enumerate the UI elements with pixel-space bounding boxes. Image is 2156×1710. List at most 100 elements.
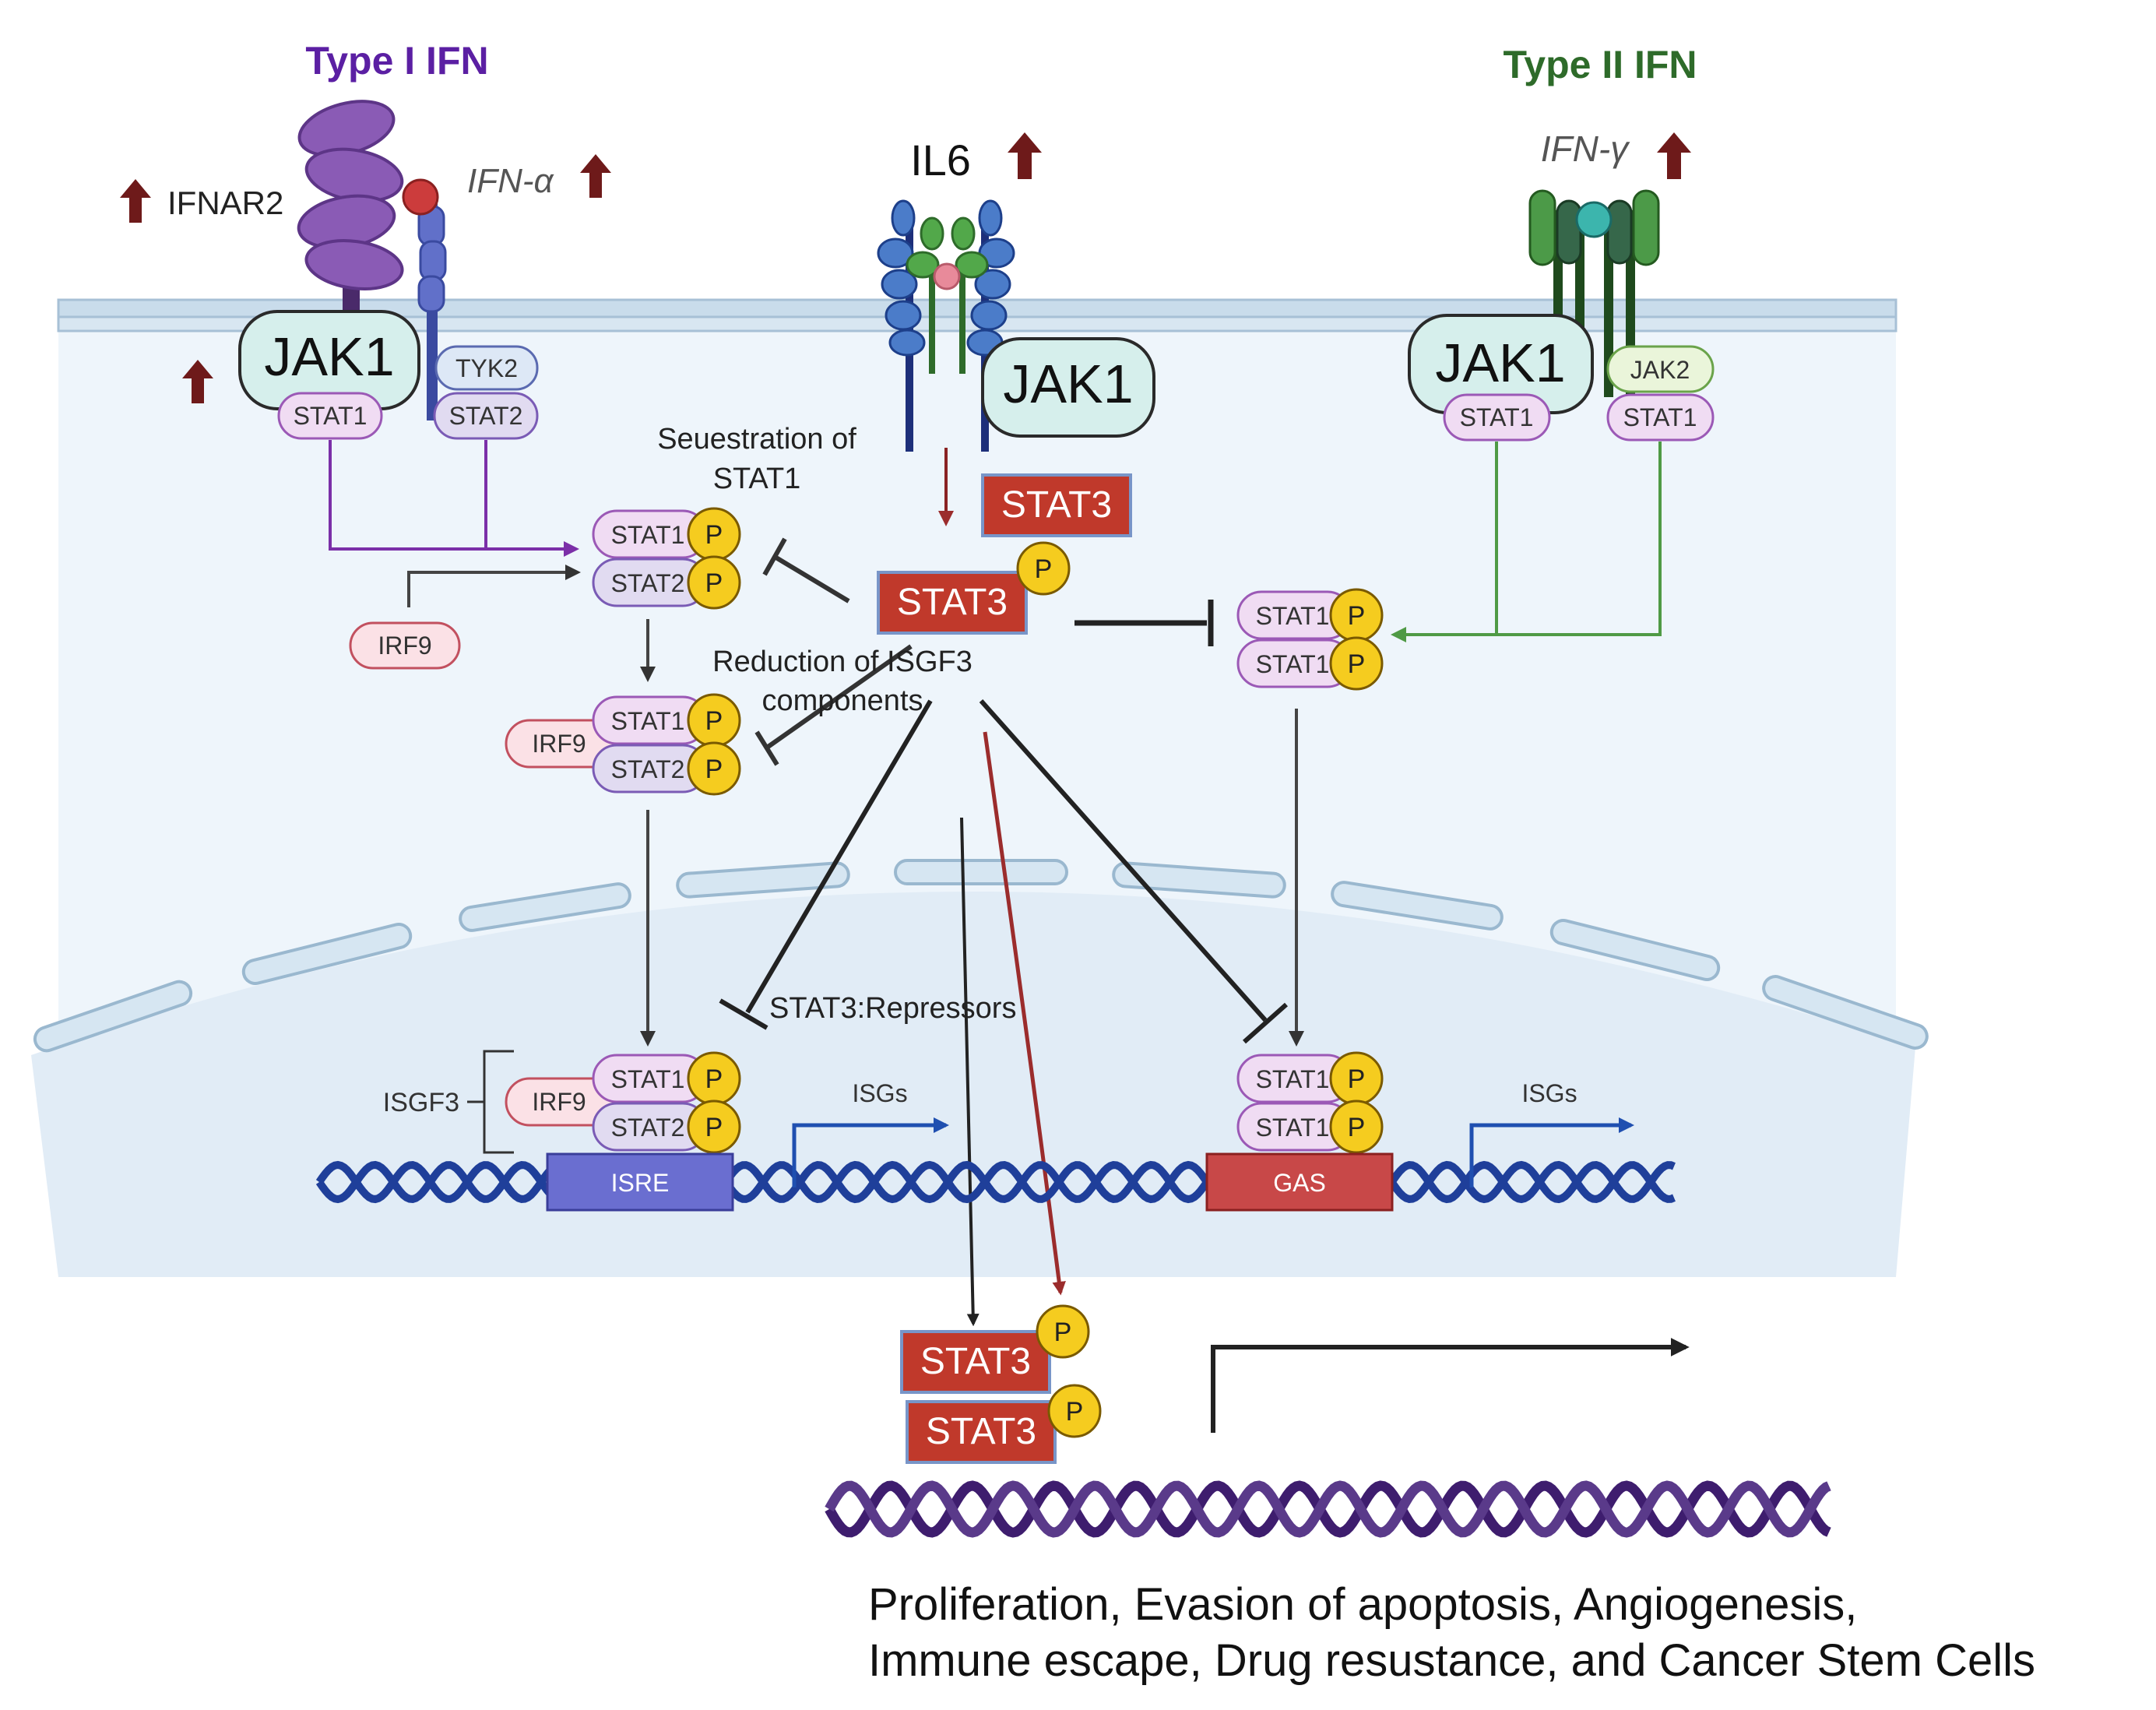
svg-text:JAK1: JAK1 xyxy=(1003,354,1133,414)
stat3-unphosphorylated: STAT3 xyxy=(981,473,1132,537)
gas-element: GAS xyxy=(1205,1152,1394,1212)
sequestration-label-line1: Seuestration of xyxy=(657,423,856,456)
il6-label: IL6 xyxy=(910,135,971,185)
ifnar2-receptor xyxy=(297,100,404,311)
svg-text:IRF9: IRF9 xyxy=(532,730,586,758)
isre-element: ISRE xyxy=(546,1152,734,1212)
isgf3-complex-nucleus: IRF9 STAT1 STAT2 P P xyxy=(505,1051,741,1154)
svg-text:STAT1: STAT1 xyxy=(1256,1114,1330,1142)
stat1-homodimer-cytoplasm: STAT1 STAT1 P P xyxy=(1236,588,1384,691)
svg-text:JAK1: JAK1 xyxy=(1435,332,1565,393)
type2-activation-arrow xyxy=(1391,442,1662,642)
ifn-gamma-label: IFN-γ xyxy=(1541,128,1630,169)
svg-text:STAT1: STAT1 xyxy=(1256,1065,1330,1093)
type1-activation-arrow xyxy=(329,440,579,557)
sequestration-inhibition xyxy=(762,537,850,603)
nuclear-dna xyxy=(315,1160,1676,1204)
gas-repressor-inhibition xyxy=(979,699,1288,1044)
type1-ifn-heading: Type I IFN xyxy=(305,39,488,83)
svg-text:STAT3: STAT3 xyxy=(926,1411,1036,1452)
svg-text:STAT3: STAT3 xyxy=(1001,484,1112,526)
svg-text:JAK1: JAK1 xyxy=(264,326,394,387)
stat3-phosphorylated: STAT3 P xyxy=(877,541,1071,635)
isgf3-complex-cytoplasm: IRF9 STAT1 STAT2 P P xyxy=(505,693,741,796)
svg-text:P: P xyxy=(705,706,723,736)
ifn-alpha-label: IFN-α xyxy=(467,162,555,200)
ifngr-receptor xyxy=(1528,189,1660,397)
isgs-label-right: ISGs xyxy=(1521,1079,1577,1107)
reduction-label-line2: components xyxy=(761,684,923,717)
isgs-label-left: ISGs xyxy=(852,1079,907,1107)
svg-text:STAT1: STAT1 xyxy=(1256,650,1330,678)
svg-text:STAT3: STAT3 xyxy=(897,582,1008,623)
svg-text:STAT1: STAT1 xyxy=(611,521,685,549)
irf9-free: IRF9 xyxy=(349,621,461,670)
isgf3-reduction-inhibition xyxy=(754,644,913,766)
ifn-gamma-ligand xyxy=(1575,201,1613,238)
jak2: JAK2 xyxy=(1606,345,1715,393)
svg-text:STAT1: STAT1 xyxy=(611,707,685,735)
up-arrow-icon xyxy=(1008,132,1042,179)
svg-text:STAT1: STAT1 xyxy=(294,402,368,430)
svg-text:P: P xyxy=(705,568,723,598)
stat1-type2-receptor-left: STAT1 xyxy=(1443,393,1551,442)
svg-text:P: P xyxy=(705,755,723,784)
svg-text:P: P xyxy=(1035,554,1053,584)
type2-ifn-heading: Type II IFN xyxy=(1503,43,1697,86)
stat3-nuclear-arrow xyxy=(960,817,980,1327)
stat1-stat2-phospho-dimer: STAT1 STAT2 P P xyxy=(592,507,741,610)
svg-text:GAS: GAS xyxy=(1273,1169,1326,1197)
up-arrow-icon xyxy=(580,154,611,198)
svg-text:P: P xyxy=(1348,601,1366,631)
stat1-homodimer-nucleus: STAT1 STAT1 P P xyxy=(1236,1051,1384,1154)
irf9-recruit-arrow xyxy=(407,565,581,607)
il6-ligand xyxy=(933,262,961,290)
svg-text:P: P xyxy=(1348,649,1366,679)
svg-text:P: P xyxy=(1348,1113,1366,1142)
svg-text:STAT2: STAT2 xyxy=(611,755,685,783)
up-arrow-icon xyxy=(120,179,151,223)
stat1-type1-receptor: STAT1 xyxy=(277,392,383,440)
svg-text:P: P xyxy=(705,1113,723,1142)
outcome-line2: Immune escape, Drug resustance, and Canc… xyxy=(868,1635,2035,1686)
tyk2: TYK2 xyxy=(434,345,539,391)
il6-receptor xyxy=(877,199,1015,452)
stat1-dimer-inhibition xyxy=(1074,600,1214,646)
oncogenic-transcription-arrow xyxy=(1211,1338,1690,1433)
svg-text:IRF9: IRF9 xyxy=(532,1088,586,1116)
ifnar2-label: IFNAR2 xyxy=(167,185,283,221)
svg-text:P: P xyxy=(705,1064,723,1094)
svg-text:P: P xyxy=(1054,1318,1072,1347)
ifn-alpha-ligand xyxy=(402,178,439,216)
jak1-type1: JAK1 xyxy=(238,310,420,410)
svg-text:P: P xyxy=(1348,1064,1366,1094)
svg-text:STAT2: STAT2 xyxy=(611,569,685,597)
svg-text:JAK2: JAK2 xyxy=(1630,356,1690,384)
jak1-il6: JAK1 xyxy=(981,337,1155,438)
svg-text:STAT2: STAT2 xyxy=(449,402,523,430)
genomic-dna xyxy=(825,1480,1831,1538)
isgf3-label: ISGF3 xyxy=(383,1088,459,1117)
up-arrow-icon xyxy=(182,360,213,403)
stat2-type1-receptor: STAT2 xyxy=(433,392,539,440)
stat3-phospho-dimer: STAT3 STAT3 P P xyxy=(900,1304,1102,1464)
sequestration-label-line2: STAT1 xyxy=(713,463,801,495)
svg-text:STAT3: STAT3 xyxy=(920,1341,1031,1382)
svg-text:STAT1: STAT1 xyxy=(1256,602,1330,630)
svg-text:STAT1: STAT1 xyxy=(1460,403,1534,431)
isgs-transcription-arrow-right xyxy=(1469,1117,1634,1188)
repressors-label: STAT3:Repressors xyxy=(769,992,1016,1025)
svg-text:STAT1: STAT1 xyxy=(611,1065,685,1093)
isgs-transcription-arrow-left xyxy=(792,1117,949,1188)
svg-text:P: P xyxy=(1066,1397,1084,1427)
nuclear-envelope xyxy=(33,859,1929,1053)
svg-text:P: P xyxy=(705,520,723,550)
svg-text:STAT1: STAT1 xyxy=(1623,403,1697,431)
svg-text:IRF9: IRF9 xyxy=(378,632,431,660)
stat1-type2-receptor-right: STAT1 xyxy=(1606,393,1715,442)
isgf3-bracket xyxy=(467,1050,514,1154)
svg-text:STAT2: STAT2 xyxy=(611,1114,685,1142)
up-arrow-icon xyxy=(1657,132,1691,179)
svg-text:ISRE: ISRE xyxy=(611,1169,670,1197)
